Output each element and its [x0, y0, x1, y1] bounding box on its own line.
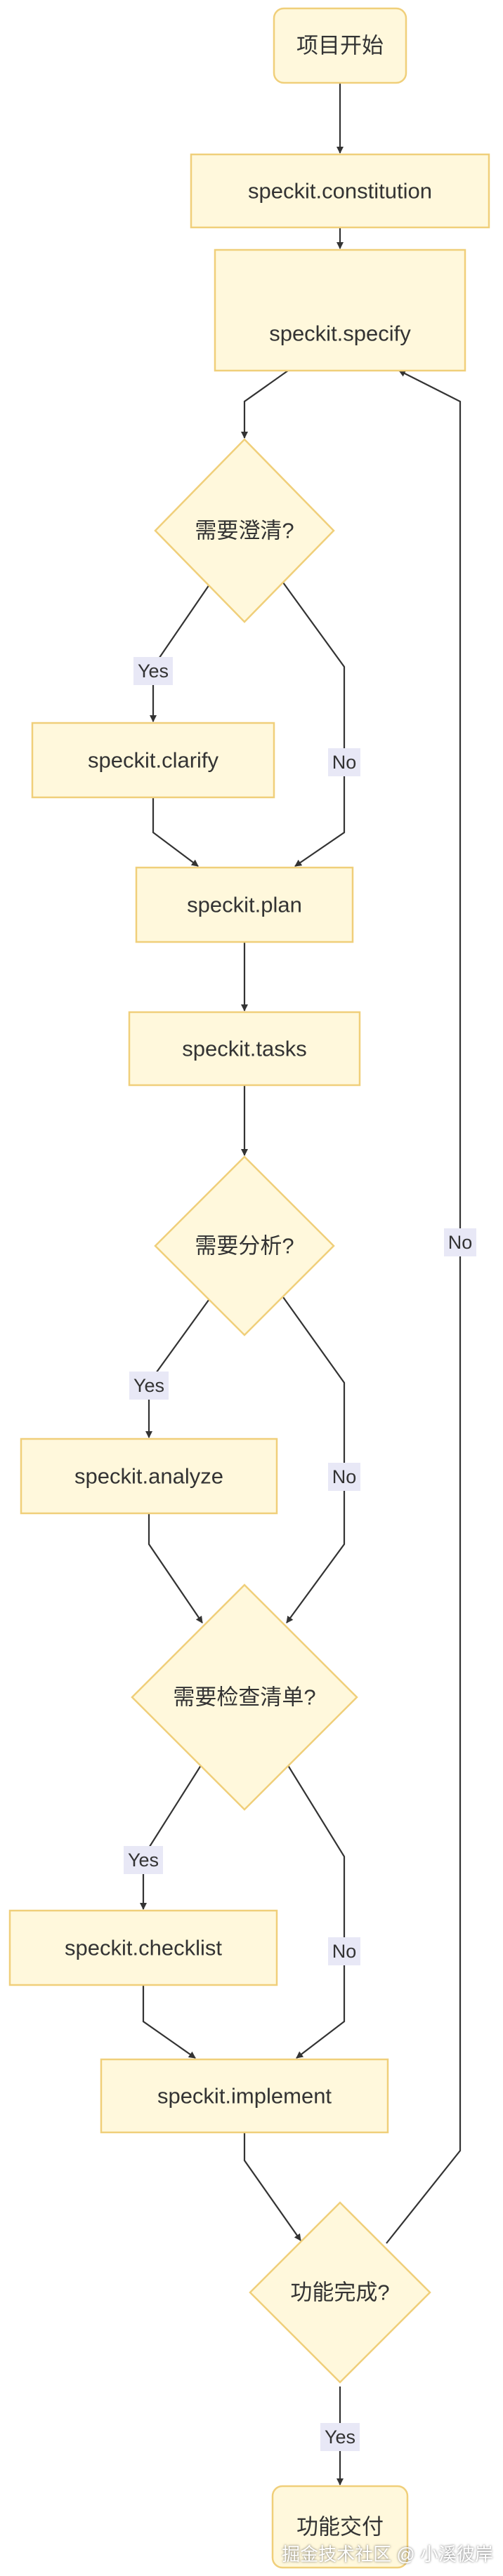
svg-text:speckit.checklist: speckit.checklist — [65, 1936, 222, 1960]
edge-implement-done — [243, 2132, 301, 2241]
node-need-clarify[interactable]: 需要澄清? — [154, 438, 335, 623]
edge-clarify-to-plan — [152, 797, 199, 867]
svg-text:功能完成?: 功能完成? — [290, 2280, 389, 2305]
svg-text:speckit.tasks: speckit.tasks — [182, 1037, 306, 1061]
svg-text:No: No — [448, 1232, 473, 1253]
svg-text:需要分析?: 需要分析? — [195, 1234, 294, 1259]
svg-text:需要检查清单?: 需要检查清单? — [173, 1685, 315, 1710]
edge-labels: Yes No Yes No Yes No No Yes — [124, 657, 476, 2451]
node-tasks[interactable]: speckit.tasks — [128, 1011, 361, 1087]
watermark: 掘金技术社区 @ 小溪彼岸 — [282, 2544, 493, 2565]
node-need-analyze[interactable]: 需要分析? — [154, 1155, 335, 1336]
label-checklist-yes: Yes — [124, 1846, 163, 1874]
svg-text:Yes: Yes — [128, 1850, 159, 1871]
node-plan[interactable]: speckit.plan — [135, 866, 354, 943]
label-clarify-no: No — [328, 748, 360, 776]
svg-text:speckit.implement: speckit.implement — [157, 2084, 332, 2109]
edge-clarify-no — [282, 582, 346, 867]
svg-text:功能交付: 功能交付 — [296, 2515, 384, 2540]
svg-text:No: No — [332, 1466, 357, 1487]
svg-text:Yes: Yes — [138, 660, 169, 682]
label-analyze-yes: Yes — [129, 1372, 169, 1400]
edge-specify-need-clarify — [241, 370, 289, 439]
edge-analyze-no — [282, 1296, 346, 1624]
edge-analyze-to-checklist-decision — [148, 1513, 203, 1624]
label-done-yes: Yes — [320, 2423, 360, 2451]
nodes: 项目开始 speckit.constitution speckit.specif… — [8, 7, 490, 2569]
svg-text:speckit.analyze: speckit.analyze — [74, 1464, 223, 1489]
node-specify[interactable]: speckit.specify — [214, 248, 466, 372]
svg-text:speckit.clarify: speckit.clarify — [88, 748, 219, 773]
edge-clarify-yes — [150, 582, 211, 722]
node-analyze[interactable]: speckit.analyze — [20, 1438, 278, 1515]
label-clarify-yes: Yes — [133, 657, 173, 685]
svg-text:Yes: Yes — [325, 2426, 355, 2448]
node-clarify[interactable]: speckit.clarify — [31, 722, 275, 799]
node-start[interactable]: 项目开始 — [273, 7, 407, 84]
label-done-no: No — [444, 1228, 476, 1256]
svg-text:Yes: Yes — [133, 1375, 164, 1396]
edge-done-no-loop — [386, 370, 462, 2244]
edge-checklist-to-implement — [142, 1985, 196, 2059]
label-checklist-no: No — [328, 1937, 360, 1965]
node-implement[interactable]: speckit.implement — [100, 2058, 389, 2134]
svg-text:No: No — [332, 752, 357, 773]
node-need-checklist[interactable]: 需要检查清单? — [131, 1584, 358, 1811]
edge-analyze-yes — [145, 1296, 211, 1438]
svg-text:speckit.specify: speckit.specify — [269, 321, 411, 346]
svg-text:speckit.plan: speckit.plan — [187, 893, 302, 917]
svg-text:需要澄清?: 需要澄清? — [195, 519, 294, 543]
svg-text:项目开始: 项目开始 — [296, 34, 384, 58]
svg-text:No: No — [332, 1941, 357, 1962]
node-checklist[interactable]: speckit.checklist — [8, 1909, 278, 1986]
edge-checklist-yes — [140, 1762, 203, 1910]
node-deliver[interactable]: 功能交付 — [271, 2485, 409, 2569]
label-analyze-no: No — [328, 1463, 360, 1491]
svg-text:speckit.constitution: speckit.constitution — [248, 179, 432, 204]
node-constitution[interactable]: speckit.constitution — [190, 153, 490, 229]
node-feature-done[interactable]: 功能完成? — [249, 2201, 431, 2384]
edge-checklist-no — [286, 1762, 346, 2059]
